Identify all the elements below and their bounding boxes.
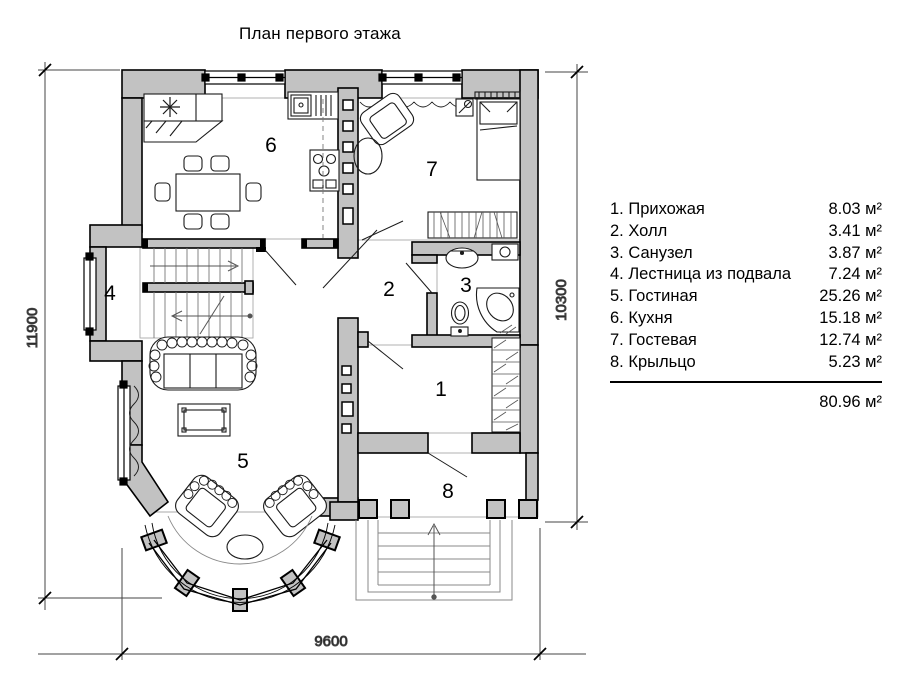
stove — [309, 149, 340, 192]
armchair-living-left — [175, 474, 239, 538]
room-label-7: 7 — [426, 158, 438, 181]
guestroom-furniture — [353, 91, 521, 239]
curtain-bay — [167, 515, 313, 565]
porch-steps — [355, 520, 513, 601]
legend-item-area: 12.74 м² — [819, 330, 882, 349]
room-label-5: 5 — [237, 450, 249, 473]
legend-item-area: 8.03 м² — [828, 200, 882, 218]
basement-stairs — [150, 248, 253, 338]
kitchen-sink — [287, 91, 339, 120]
legend-item-label: 6. Кухня — [610, 308, 673, 327]
wardrobe-guest — [427, 211, 518, 239]
livingroom-furniture — [129, 336, 327, 565]
room-label-2: 2 — [383, 278, 395, 301]
nightstand — [455, 98, 474, 117]
dining-table — [154, 155, 262, 230]
area-legend: 1. Прихожая 8.03 м² 2. Холл 3.41 м² 3. С… — [610, 199, 882, 413]
legend-item-label: 5. Гостиная — [610, 287, 698, 306]
room-labels: 1 2 3 4 5 6 7 8 — [104, 134, 472, 503]
legend-item-area: 15.18 м² — [819, 308, 882, 327]
bay-rails — [144, 522, 336, 606]
fridge-snowflake-icon — [160, 97, 180, 117]
legend-item-8: 8. Крыльцо 5.23 м² — [610, 352, 882, 374]
legend-item-4: 4. Лестница из подвала 7.24 м² — [610, 264, 882, 286]
bathroom-fixtures — [445, 243, 520, 337]
armchair-guest — [359, 92, 415, 146]
windows — [83, 70, 463, 486]
legend-item-label: 7. Гостевая — [610, 330, 697, 349]
dimension-ticks — [38, 63, 584, 661]
legend-item-3: 3. Санузел 3.87 м² — [610, 243, 882, 265]
coffee-table — [177, 403, 231, 437]
legend-item-5: 5. Гостиная 25.26 м² — [610, 286, 882, 308]
legend-item-label: 3. Санузел — [610, 243, 693, 262]
dimension-bottom: 9600 — [314, 633, 347, 650]
legend-divider — [610, 381, 882, 384]
curtain-left-window — [129, 385, 139, 477]
hall-closet — [491, 337, 521, 433]
room-label-8: 8 — [442, 480, 454, 503]
dimension-left: 11900 — [24, 308, 41, 349]
wall-caps — [143, 239, 338, 292]
page-title: План первого этажа — [239, 24, 401, 43]
legend-item-area: 3.41 м² — [828, 221, 882, 240]
room-label-3: 3 — [460, 274, 472, 297]
bed — [474, 91, 521, 181]
legend-item-label: 4. Лестница из подвала — [610, 265, 792, 284]
armchair-living-right — [263, 474, 327, 538]
legend-item-7: 7. Гостевая 12.74 м² — [610, 330, 882, 352]
window-livingroom — [117, 380, 131, 486]
door-swings — [264, 220, 468, 478]
room-label-1: 1 — [435, 378, 447, 401]
sofa — [148, 336, 258, 391]
dimension-right: 10300 — [553, 279, 570, 321]
legend-item-label: 2. Холл — [610, 221, 668, 240]
dimension-lines: 11900 10300 9600 — [24, 62, 588, 661]
legend-item-1: 1. Прихожая 8.03 м² — [610, 199, 882, 221]
corner-bathtub — [475, 287, 520, 335]
room-label-6: 6 — [265, 134, 277, 157]
window-stairs — [83, 252, 97, 336]
legend-item-area: 25.26 м² — [819, 287, 882, 306]
legend-item-area: 5.23 м² — [828, 352, 882, 371]
kitchen-furniture — [143, 91, 340, 238]
window-kitchen — [201, 70, 286, 85]
legend-item-label: 1. Прихожая — [610, 200, 705, 218]
legend-item-area: 3.87 м² — [828, 243, 882, 262]
water-heater — [491, 243, 519, 261]
legend-item-label: 8. Крыльцо — [610, 352, 696, 371]
side-table — [353, 137, 383, 175]
bay-table — [226, 534, 264, 560]
chimney-flues — [341, 99, 354, 434]
legend-item-6: 6. Кухня 15.18 м² — [610, 308, 882, 330]
legend-item-2: 2. Холл 3.41 м² — [610, 221, 882, 243]
room-label-4: 4 — [104, 282, 116, 305]
window-guestroom — [378, 70, 463, 85]
legend-item-area: 7.24 м² — [828, 265, 882, 284]
toilet — [450, 301, 470, 337]
legend-total-area: 80.96 м² — [819, 393, 882, 412]
walls — [89, 69, 539, 612]
bathroom-sink — [445, 247, 479, 269]
